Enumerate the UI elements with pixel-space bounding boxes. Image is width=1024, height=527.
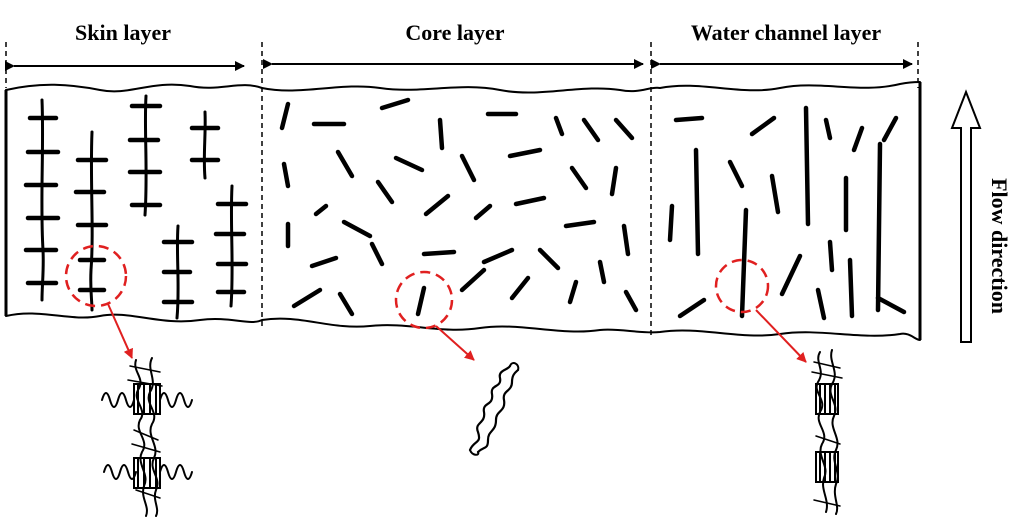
flow-direction-arrow-icon	[950, 89, 982, 343]
shish-kebab	[73, 130, 109, 312]
shish-kebab	[161, 224, 195, 320]
shish-kebab	[189, 110, 221, 180]
core-detail-lamella-icon	[468, 362, 520, 456]
skin-layer-title: Skin layer	[75, 20, 171, 45]
water-channel-fibrils	[667, 105, 907, 321]
water-channel-layer-title: Water channel layer	[691, 20, 881, 45]
shish-kebab	[23, 98, 61, 302]
water-detail-shish-icon	[811, 349, 843, 515]
strip-top-edge	[5, 81, 921, 94]
skin-callout-arrow	[107, 303, 133, 359]
core-layer-title: Core layer	[405, 20, 504, 45]
core-zoom-circle	[394, 270, 454, 330]
strip-bottom-edge	[5, 312, 921, 341]
water-zoom-circle	[714, 258, 770, 314]
skin-zoom-circle	[64, 244, 128, 308]
shish-kebab	[127, 94, 163, 217]
skin-detail-shish-kebab-icon	[101, 357, 193, 517]
water-callout-arrow	[755, 309, 807, 363]
core-layer-lamellae	[279, 97, 639, 317]
flow-direction-label: Flow direction	[987, 178, 1012, 314]
core-callout-arrow	[435, 325, 475, 361]
skin-layer-shish-kebabs	[23, 94, 249, 320]
shish-kebab	[213, 184, 249, 308]
